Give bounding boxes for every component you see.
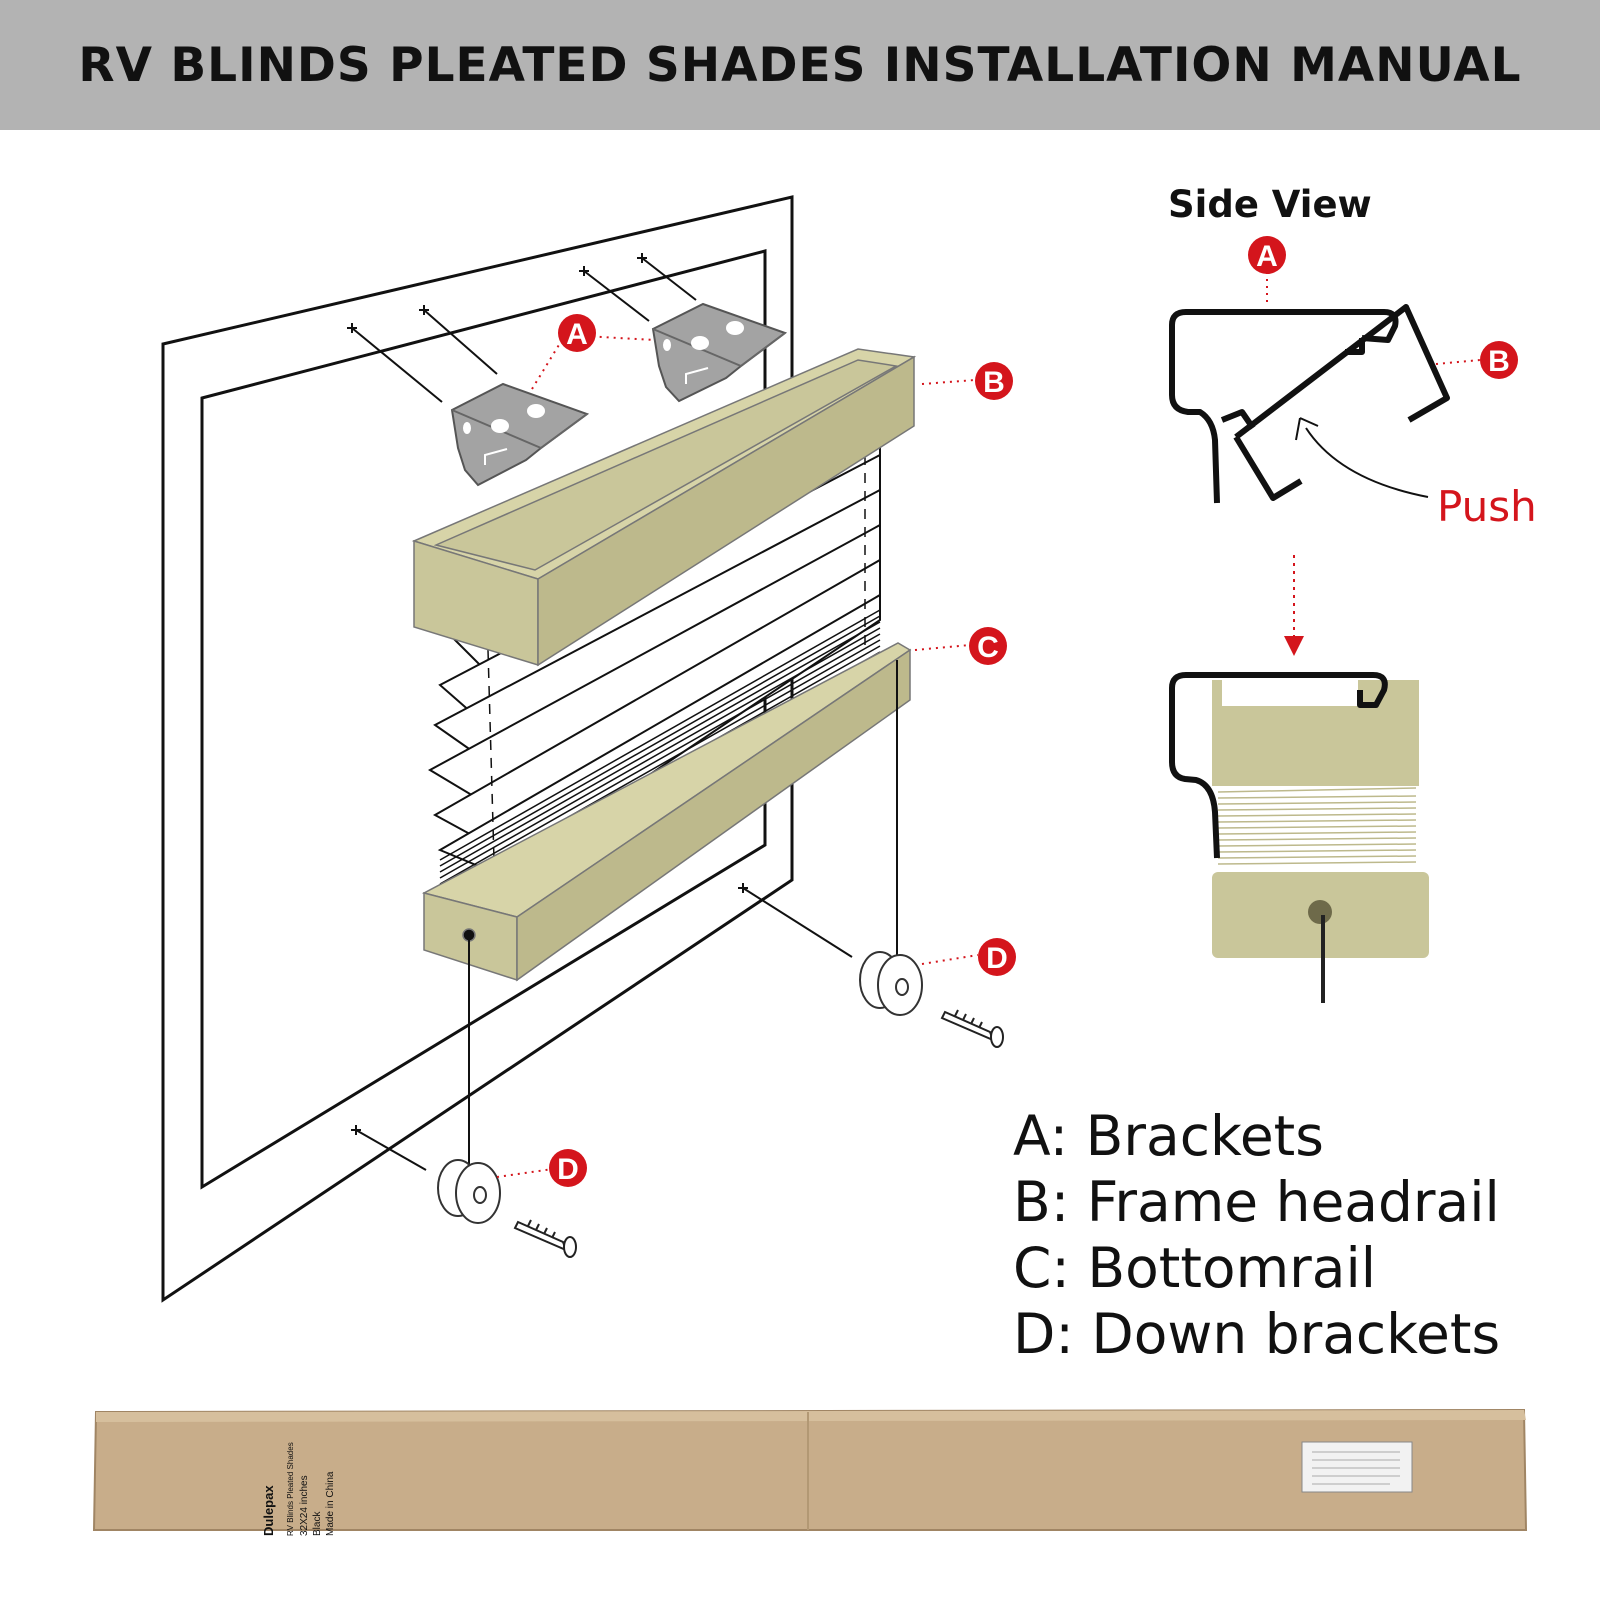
callout-c-label: C [977, 631, 999, 664]
callout-a-main: A [558, 314, 596, 352]
callout-a-side: A [1248, 236, 1286, 274]
legend-item-brackets: A: Brackets [1013, 1104, 1324, 1168]
box-line-origin: Made in China [325, 1471, 336, 1536]
box-line-product: RV Blinds Pleated Shades [286, 1442, 295, 1536]
push-arrow [1305, 427, 1429, 498]
callout-d-left: D [549, 1149, 587, 1187]
page-title: RV BLINDS PLEATED SHADES INSTALLATION MA… [78, 37, 1522, 93]
frame-headrail-b [411, 348, 917, 667]
callout-b-label: B [1488, 345, 1510, 378]
legend-item-frame-headrail: B: Frame headrail [1013, 1170, 1500, 1234]
legend-item-bottomrail: C: Bottomrail [1013, 1236, 1377, 1300]
push-arrowhead [1295, 417, 1319, 441]
bracket-a-left [450, 382, 590, 487]
window-frame [161, 195, 794, 1303]
callout-a-label: A [566, 318, 588, 351]
screw-right [940, 1009, 1004, 1048]
title-banner: RV BLINDS PLEATED SHADES INSTALLATION MA… [0, 0, 1600, 130]
callout-d-label: D [986, 942, 1008, 975]
box-line-size: 32X24 inches [299, 1475, 310, 1536]
box-print-label: Dulepax RV Blinds Pleated Shades 32X24 i… [261, 1442, 336, 1536]
down-bracket-d-left [437, 1159, 501, 1224]
legend-item-down-brackets: D: Down brackets [1013, 1302, 1501, 1366]
down-bracket-d-right [859, 951, 923, 1016]
callout-d-label: D [557, 1153, 579, 1186]
bottomrail-c [421, 642, 912, 982]
callout-a-label: A [1256, 240, 1278, 273]
side-view-after [1169, 672, 1429, 1003]
callout-c-main: C [969, 627, 1007, 665]
screw-left [513, 1219, 577, 1258]
lift-cord-guide [487, 455, 866, 896]
push-label: Push [1437, 482, 1537, 531]
side-view-before [1169, 304, 1450, 504]
side-view-title: Side View [1168, 183, 1372, 226]
callout-b-side: B [1480, 341, 1518, 379]
window-frame-outer [161, 195, 794, 1303]
callout-b-label: B [983, 366, 1005, 399]
callout-b-main: B [975, 362, 1013, 400]
box-line-color: Black [312, 1511, 323, 1536]
window-frame-inner [200, 249, 767, 1190]
callout-d-right: D [978, 938, 1016, 976]
screw-guide-lines [351, 257, 853, 1171]
cords [468, 660, 898, 1170]
box-brand: Dulepax [261, 1485, 276, 1536]
screw-hole-marks [347, 253, 748, 1135]
transition-arrowhead [1284, 636, 1304, 656]
parts-legend: A: Brackets B: Frame headrail C: Bottomr… [1013, 1103, 1500, 1367]
packaging-box [92, 1408, 1528, 1531]
bracket-a-right [651, 302, 788, 403]
